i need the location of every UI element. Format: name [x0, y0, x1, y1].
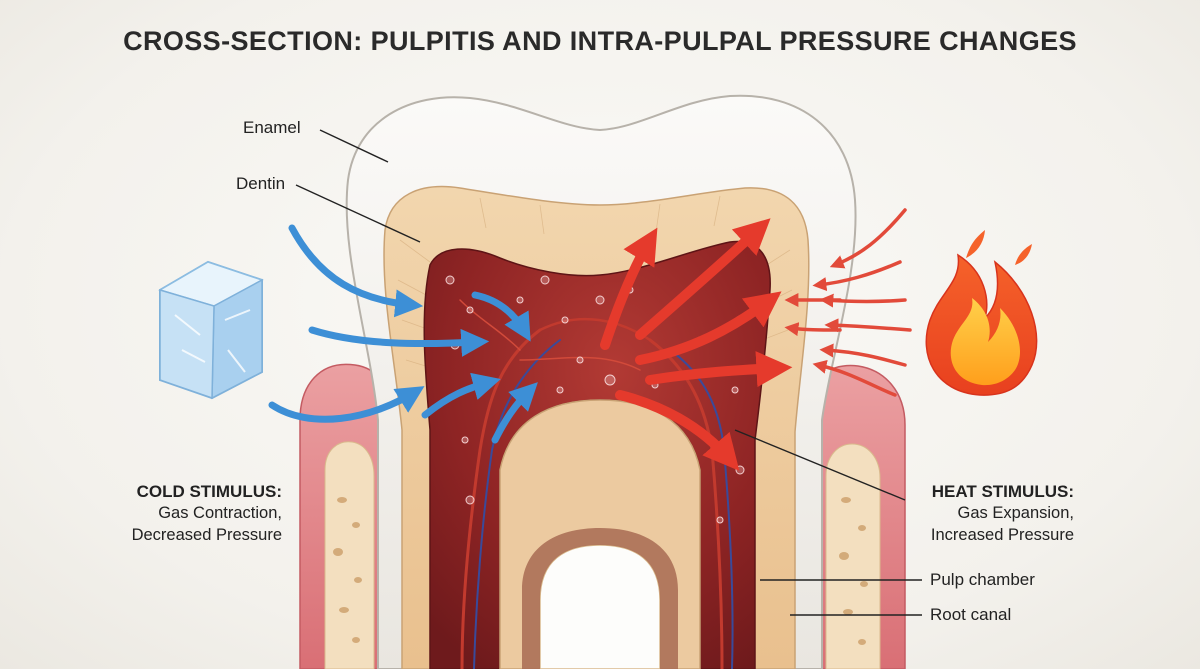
heat-stimulus-caption: HEAT STIMULUS: Gas Expansion, Increased …	[918, 482, 1074, 546]
cold-stimulus-heading: COLD STIMULUS:	[136, 482, 282, 501]
flame-icon	[925, 230, 1038, 396]
heat-arrow-right-2	[645, 351, 793, 388]
label-dentin: Dentin	[236, 174, 286, 193]
label-enamel: Enamel	[243, 118, 301, 137]
heat-stimulus-line2: Increased Pressure	[930, 526, 1074, 544]
cold-arrows	[268, 224, 538, 444]
heat-arrow-right-1	[635, 291, 782, 365]
label-pulp-chamber: Pulp chamber	[930, 570, 1035, 589]
heat-stimulus-line1: Gas Expansion,	[957, 504, 1074, 522]
heat-arrow-down	[615, 390, 740, 471]
gum-right	[799, 364, 906, 669]
gum-left	[299, 363, 399, 669]
label-root-canal: Root canal	[930, 605, 1012, 624]
root-apex-opening	[539, 544, 661, 669]
cold-arrow-4	[421, 372, 501, 419]
root-cementum-band	[522, 528, 678, 669]
heat-arrow-up-2	[635, 218, 771, 340]
cold-stimulus-line2: Decreased Pressure	[131, 526, 282, 544]
heat-arrows-external	[784, 208, 912, 397]
heat-stimulus-heading: HEAT STIMULUS:	[931, 482, 1074, 501]
bone-texture	[333, 497, 868, 645]
cold-stimulus-caption: COLD STIMULUS: Gas Contraction, Decrease…	[120, 482, 282, 546]
heat-arrows-internal	[600, 218, 793, 471]
page-title: CROSS-SECTION: PULPITIS AND INTRA-PULPAL…	[123, 26, 1077, 56]
heat-arrow-up-1	[600, 227, 658, 350]
cold-stimulus-line1: Gas Contraction,	[158, 504, 282, 522]
cold-arrow-3	[268, 386, 425, 423]
ice-cube-icon	[158, 260, 264, 400]
cold-arrow-5	[471, 291, 531, 342]
cold-arrow-2	[308, 326, 490, 357]
cold-arrow-1	[288, 224, 424, 318]
leader-lines	[295, 129, 922, 616]
cold-arrow-6	[491, 382, 538, 444]
